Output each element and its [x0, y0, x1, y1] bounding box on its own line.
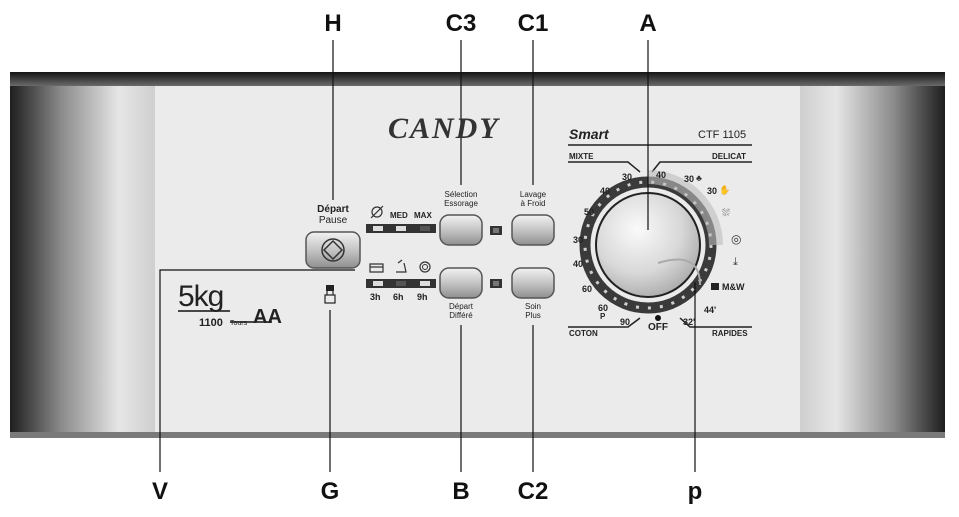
delay-start-label: Départ Différé [431, 302, 491, 320]
mixte-bracket [568, 161, 641, 173]
delay-led-3h [373, 281, 383, 286]
extra-care-label-line1: Soin [524, 302, 541, 311]
spin-select-label: Sélection Essorage [431, 190, 491, 208]
coton-temp-40: 40 [573, 259, 584, 269]
panel-left-bevel [10, 86, 155, 438]
callout-g: G [320, 478, 340, 505]
coton-temp-60p: 60 [598, 303, 609, 313]
delicat-temp-40: 40 [656, 170, 667, 180]
dial-rinse-icon: ⛆ [722, 208, 730, 219]
delay-start-label-line2: Différé [449, 311, 473, 320]
start-pause-label-line1: Départ [317, 204, 349, 215]
capacity-weight: 5kg [178, 280, 224, 313]
program-dial-highlight [647, 170, 723, 246]
delicat-bracket [651, 161, 752, 173]
delicat-temp-30-hand: 30 [707, 186, 718, 196]
model-series: Smart [569, 126, 609, 142]
model-code: CTF 1105 [698, 129, 747, 141]
callout-c1: C1 [517, 10, 549, 37]
spin-led-med-label: MED [390, 211, 408, 220]
cold-wash-button-shape [511, 214, 555, 246]
capacity-speed-unit: Tours [230, 320, 248, 327]
dial-group-coton: COTON [569, 329, 598, 338]
lock-icon [324, 294, 336, 304]
rapides-32: 32' [683, 317, 696, 327]
delay-led-9h [420, 281, 430, 286]
rinse-icon [396, 259, 407, 273]
wool-icon: ♣ [696, 173, 702, 183]
coton-p-label: P [600, 312, 606, 321]
program-dial-pointer [657, 258, 701, 286]
dial-group-rapides: RAPIDES [712, 329, 748, 338]
callout-h: H [324, 10, 342, 37]
delay-label-9h: 9h [417, 292, 428, 302]
panel-bottom-edge [10, 432, 945, 438]
spin-led-max [420, 226, 430, 231]
mixte-temp-50: 50 [584, 207, 595, 217]
coton-temp-90: 90 [620, 317, 631, 327]
rapides-bracket [679, 317, 752, 328]
dial-group-mixte: MIXTE [569, 152, 594, 161]
callout-p: p [687, 478, 703, 505]
cold-wash-label: Lavage à Froid [503, 190, 563, 208]
spin-select-button-shape [439, 214, 483, 246]
delay-label-3h: 3h [370, 292, 381, 302]
panel-right-bevel [800, 86, 945, 438]
delay-label-6h: 6h [393, 292, 404, 302]
start-pause-symbol-icon [321, 238, 345, 262]
mw-marker [711, 283, 719, 290]
mixte-temp-30: 30 [622, 172, 633, 182]
spin-icon [419, 261, 431, 273]
delay-led-6h [396, 281, 406, 286]
callout-c2: C2 [517, 478, 549, 505]
start-pause-diamond-icon [322, 239, 344, 261]
lock-led [326, 285, 334, 291]
start-pause-label: Départ Pause [304, 204, 362, 226]
wash-tub-icon [369, 263, 384, 273]
hand-wash-icon: ✋ [719, 185, 731, 195]
coton-temp-30: 30 [573, 235, 584, 245]
spin-select-label-line1: Sélection [444, 190, 478, 199]
capacity-rating: AA [253, 306, 282, 328]
rapides-44: 44' [704, 305, 717, 315]
dial-off: OFF [648, 322, 668, 333]
extra-care-label-line2: Plus [525, 311, 541, 320]
callout-line-v [159, 269, 355, 472]
delay-start-label-line1: Départ [448, 302, 473, 311]
brand-logo: CANDY [388, 112, 500, 145]
callout-a: A [639, 10, 657, 37]
delay-start-button-shape [439, 267, 483, 299]
spin-led-none [373, 226, 383, 231]
callout-b: B [452, 478, 470, 505]
lock-shackle-icon [326, 288, 334, 295]
dial-spin-icon: ◎ [731, 232, 742, 246]
spin-select-label-line2: Essorage [444, 199, 478, 208]
dial-drain-icon: ⤓ [733, 256, 738, 268]
callout-v: V [151, 478, 169, 505]
spin-led-max-label: MAX [414, 211, 432, 220]
panel-top-edge [10, 72, 945, 86]
no-spin-icon [371, 206, 383, 218]
dial-group-delicat: DELICAT [712, 152, 747, 161]
panel-body [10, 72, 945, 438]
extra-care-button-shape [511, 267, 555, 299]
delicat-temp-30-wool: 30 [684, 174, 695, 184]
start-pause-button-shape [305, 231, 361, 269]
off-dot [655, 315, 661, 321]
rapides-mw: M&W [722, 282, 745, 292]
coton-temp-60: 60 [582, 284, 593, 294]
start-pause-label-line2: Pause [318, 215, 348, 226]
coton-bracket [568, 317, 641, 328]
spin-led-med [396, 226, 406, 231]
callout-c3: C3 [445, 10, 477, 37]
mixte-temp-40: 40 [600, 186, 611, 196]
cold-wash-label-line2: à Froid [520, 199, 546, 208]
capacity-speed: 1100 [199, 317, 223, 329]
extra-care-label: Soin Plus [503, 302, 563, 320]
cold-wash-label-line1: Lavage [519, 190, 547, 199]
